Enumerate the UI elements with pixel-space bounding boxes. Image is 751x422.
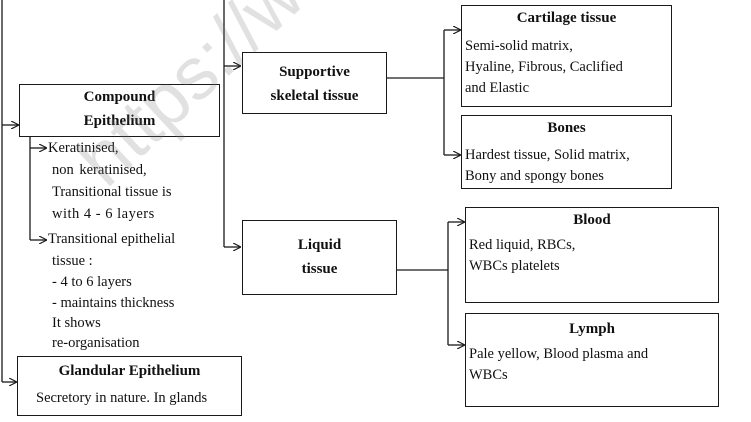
glandular-title: Glandular Epithelium	[58, 363, 201, 379]
cartilage-line: and Elastic	[465, 80, 530, 96]
compound-item: Transitional tissue is	[52, 184, 172, 200]
cartilage-title: Cartilage tissue	[516, 10, 617, 26]
blood-box: Blood Red liquid, RBCs, WBCs platelets	[465, 207, 719, 303]
bones-line: Hardest tissue, Solid matrix,	[465, 147, 630, 163]
lymph-line: WBCs	[469, 367, 508, 383]
compound-item: It shows	[52, 315, 101, 331]
bones-title: Bones	[547, 120, 586, 136]
compound-item: Transitional epithelial	[48, 231, 176, 247]
compound-title-line1: Compound	[83, 89, 156, 105]
compound-epithelium-box: Compound Epithelium	[19, 84, 220, 137]
compound-item: tissue :	[52, 253, 93, 269]
cartilage-tissue-box: Cartilage tissue Semi-solid matrix, Hyal…	[461, 5, 672, 107]
cartilage-line: Hyaline, Fibrous, Caclified	[465, 59, 623, 75]
bones-box: Bones Hardest tissue, Solid matrix, Bony…	[461, 115, 672, 189]
supportive-line2: skeletal tissue	[270, 88, 359, 104]
supportive-line1: Supportive	[279, 64, 350, 80]
compound-item: re-organisation	[52, 335, 140, 351]
blood-line: WBCs platelets	[469, 258, 560, 274]
blood-line: Red liquid, RBCs,	[469, 237, 576, 253]
supportive-skeletal-tissue-box: Supportive skeletal tissue	[242, 52, 387, 114]
lymph-line: Pale yellow, Blood plasma and	[469, 346, 649, 362]
compound-item: non keratinised,	[52, 162, 147, 178]
blood-title: Blood	[573, 212, 611, 228]
compound-item: - 4 to 6 layers	[52, 274, 132, 290]
liquid-tissue-box: Liquid tissue	[242, 220, 397, 295]
compound-item: Keratinised,	[48, 140, 119, 156]
compound-item: with 4 - 6 layers	[52, 206, 155, 222]
cartilage-line: Semi-solid matrix,	[465, 38, 573, 54]
glandular-desc: Secretory in nature. In glands	[36, 390, 208, 406]
compound-title-line2: Epithelium	[83, 113, 156, 129]
compound-item: - maintains thickness	[52, 295, 175, 311]
lymph-title: Lymph	[569, 321, 615, 337]
liquid-line2: tissue	[301, 261, 338, 277]
bones-line: Bony and spongy bones	[465, 168, 604, 184]
lymph-box: Lymph Pale yellow, Blood plasma and WBCs	[465, 313, 719, 407]
glandular-epithelium-box: Glandular Epithelium Secretory in nature…	[17, 356, 242, 416]
liquid-line1: Liquid	[297, 237, 342, 253]
